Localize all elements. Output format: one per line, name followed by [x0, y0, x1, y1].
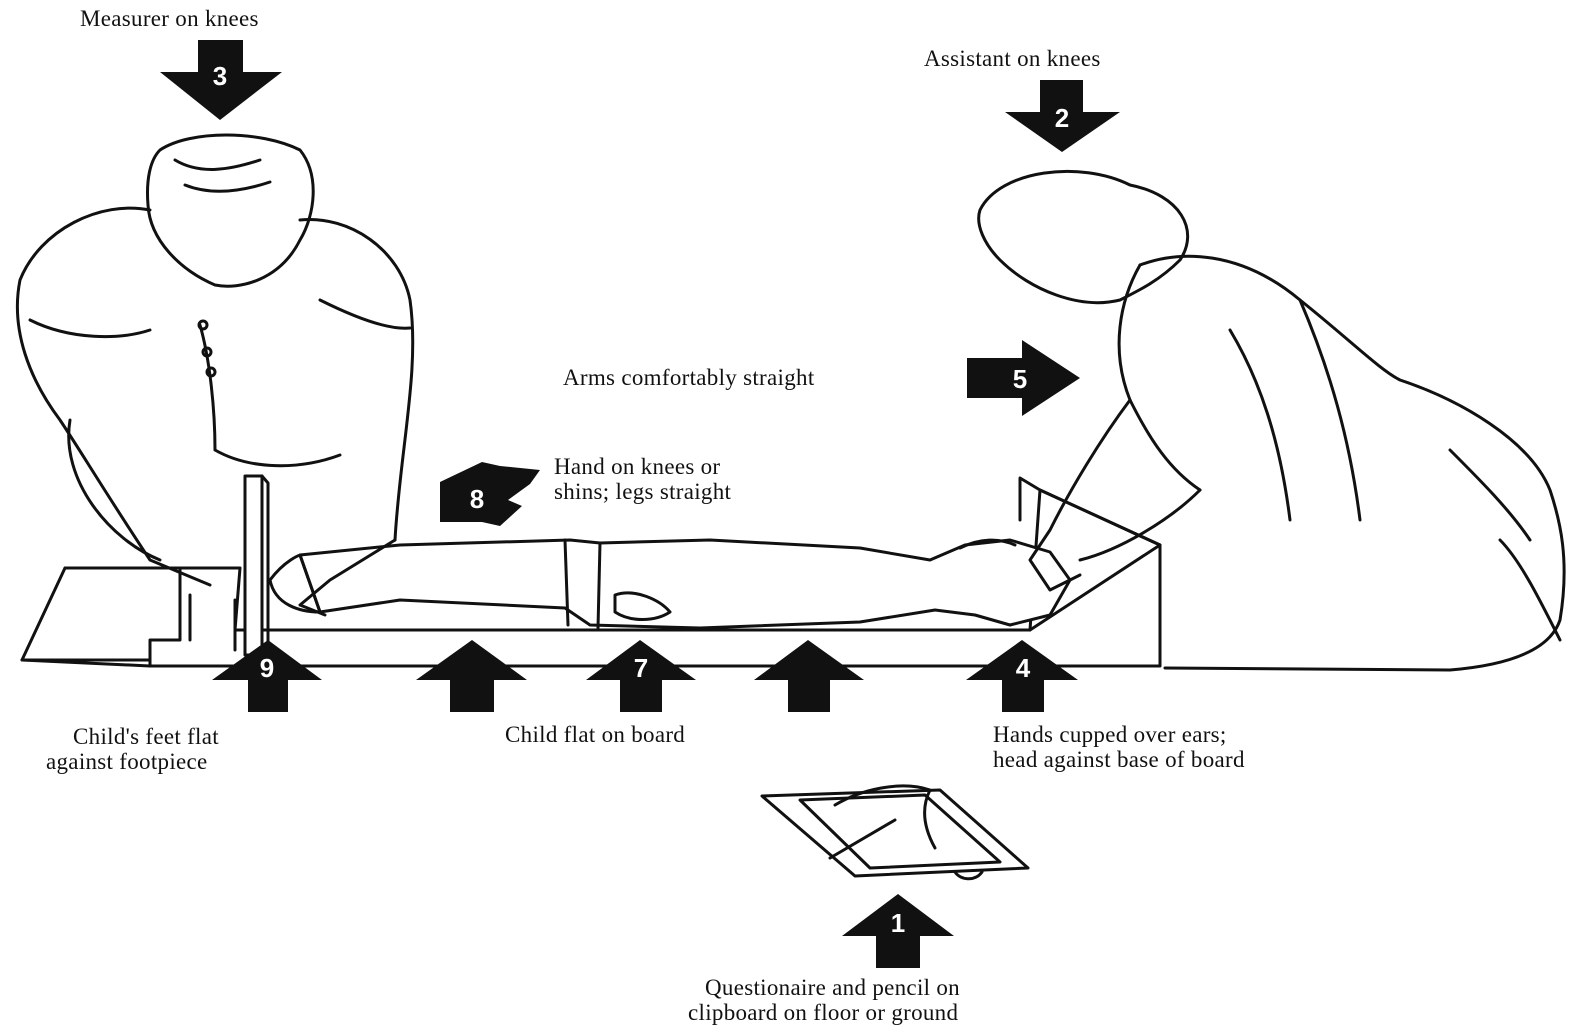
feet-flat-label-line2: against footpiece: [46, 749, 208, 774]
measurer-label: Measurer on knees: [80, 6, 259, 31]
footpiece: [245, 476, 268, 655]
arms-label: Arms comfortably straight: [563, 365, 815, 390]
svg-text:9: 9: [260, 653, 274, 683]
step-2-arrow: 2: [1005, 80, 1120, 152]
feet-flat-label-line1: Child's feet flat: [73, 724, 219, 749]
hands-cupped-label-line2: head against base of board: [993, 747, 1245, 772]
hand-on-knees-label-line2: shins; legs straight: [554, 479, 731, 504]
hand-on-knees-label-line1: Hand on knees or: [554, 454, 720, 479]
svg-text:1: 1: [891, 908, 905, 938]
questionnaire-label-line2: clipboard on floor or ground: [688, 1000, 958, 1025]
child-flat-label: Child flat on board: [505, 722, 685, 747]
step-1-arrow: 1: [842, 894, 954, 968]
clipboard-with-pencil: [762, 786, 1028, 879]
svg-text:2: 2: [1055, 103, 1069, 133]
hands-cupped-label-line1: Hands cupped over ears;: [993, 722, 1227, 747]
step-8-arrow: 8: [440, 462, 540, 526]
measurer-figure: [17, 135, 412, 615]
svg-text:5: 5: [1013, 364, 1027, 394]
assistant-label: Assistant on knees: [924, 46, 1101, 71]
svg-text:4: 4: [1016, 653, 1031, 683]
step-5-arrow: 5: [967, 340, 1080, 416]
svg-text:7: 7: [634, 653, 648, 683]
svg-text:8: 8: [470, 484, 484, 514]
svg-text:3: 3: [213, 61, 227, 91]
step-3-arrow: 3: [160, 40, 282, 120]
child-figure: [270, 540, 1070, 628]
questionnaire-label-line1: Questionaire and pencil on: [705, 975, 960, 1000]
